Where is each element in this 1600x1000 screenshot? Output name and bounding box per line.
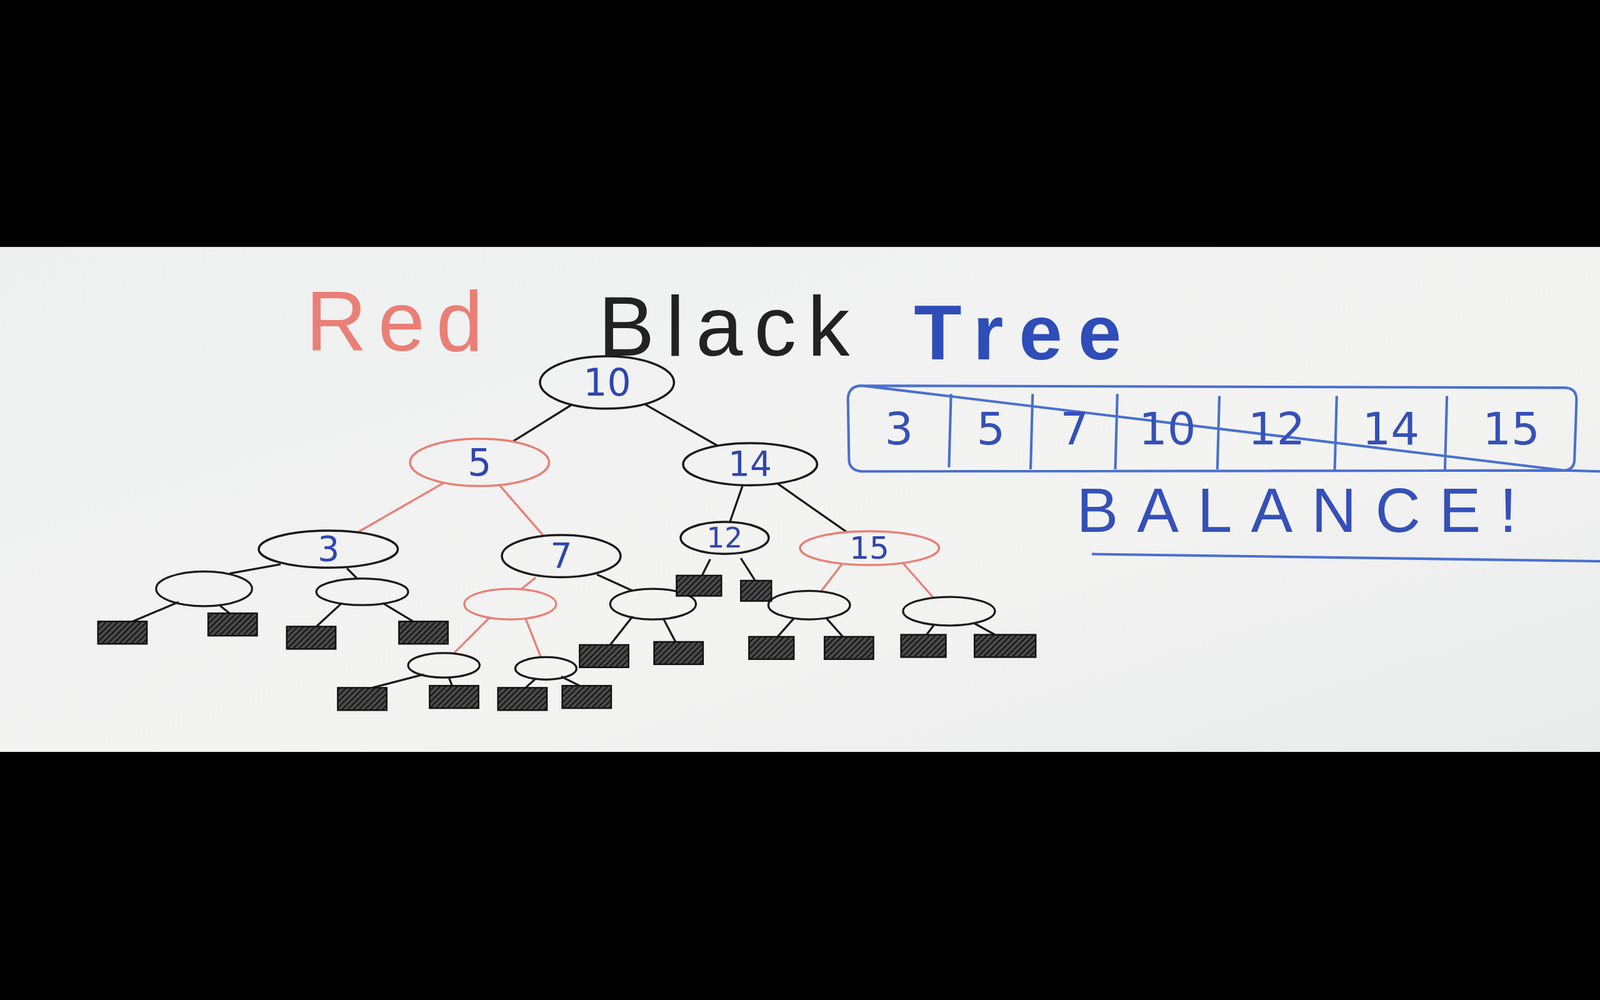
tree-branch [382, 603, 414, 622]
tree-branch [346, 568, 357, 579]
empty-node [316, 578, 409, 605]
nil-leaf [974, 635, 1036, 658]
node-value: 7 [550, 538, 572, 574]
tree-node: 12 [678, 520, 771, 556]
array-cell: 7 [1060, 406, 1089, 452]
node-ellipse [410, 438, 550, 487]
tree-branch [903, 563, 934, 599]
array-divider [948, 393, 951, 468]
node-value: 12 [706, 523, 743, 552]
whiteboard [0, 246, 1600, 752]
empty-node [515, 656, 577, 680]
tree-node: 14 [681, 441, 819, 487]
tree-edge [358, 482, 445, 532]
nil-leaf [676, 575, 722, 597]
underline [1091, 554, 1600, 562]
tree-branch [525, 618, 541, 657]
tree-branch [701, 559, 710, 576]
node-ellipse [258, 530, 399, 568]
array-cell: 5 [976, 406, 1005, 452]
tree-branch [777, 618, 794, 637]
title-word: Tree [913, 292, 1137, 371]
node-ellipse [683, 443, 817, 485]
array-divider [1115, 393, 1117, 470]
nil-leaf [337, 687, 387, 710]
nil-leaf [98, 621, 147, 644]
tree-branch [372, 674, 424, 688]
tree-branch [610, 616, 633, 645]
tree-branch [740, 558, 755, 581]
tree-edge [777, 483, 847, 533]
tree-edge [513, 405, 572, 442]
note: BALANCE! [1076, 478, 1536, 542]
nil-leaf [901, 635, 947, 658]
node-value: 15 [849, 532, 890, 564]
nil-leaf [579, 645, 629, 668]
nil-leaf [286, 626, 336, 649]
tree-node: 3 [256, 528, 400, 570]
array-divider [1335, 395, 1337, 472]
node-value: 3 [317, 531, 340, 567]
title-word: Black [598, 284, 861, 369]
array-box [848, 385, 1600, 472]
empty-node [903, 596, 995, 626]
nil-leaf [562, 685, 612, 709]
tree-edge [730, 485, 743, 522]
nil-leaf [748, 636, 794, 660]
tree-node: 7 [500, 533, 623, 579]
tree-branch [132, 601, 179, 622]
nil-leaf [824, 636, 874, 660]
tree-node: 15 [798, 529, 942, 567]
tree-branch [663, 618, 676, 642]
nil-leaf [498, 687, 547, 710]
array-divider [1030, 393, 1033, 470]
nil-leaf [654, 641, 704, 665]
tree-edge [499, 485, 544, 537]
empty-node [156, 571, 252, 607]
array-cell: 15 [1482, 406, 1540, 452]
node-value: 10 [583, 363, 631, 402]
tree-branch [520, 577, 536, 590]
node-ellipse [800, 531, 940, 565]
node-ellipse [680, 521, 769, 554]
node-value: 14 [728, 446, 772, 482]
black-bar [0, 751, 1600, 1000]
empty-node [768, 590, 850, 620]
array-cell: 14 [1361, 406, 1420, 452]
nil-leaf [208, 613, 257, 636]
array-cell: 12 [1248, 406, 1306, 452]
tree-branch [316, 603, 342, 627]
empty-node [464, 588, 557, 620]
tree-branch [219, 605, 230, 614]
tree-edge [645, 404, 718, 446]
tree-branch [926, 625, 934, 635]
tree-branch [448, 677, 452, 686]
array-cell: 10 [1138, 406, 1197, 452]
tree-branch [974, 623, 995, 635]
nil-leaf [740, 580, 772, 602]
tree-branch [229, 564, 281, 574]
tree-branch [525, 678, 536, 689]
node-value: 5 [467, 443, 492, 482]
array-divider [1445, 395, 1447, 472]
title-word: Red [305, 279, 495, 364]
tree-branch [454, 617, 490, 654]
tree-branch [596, 574, 633, 591]
node-ellipse [501, 535, 621, 577]
array-divider [1217, 395, 1220, 470]
nil-leaf [398, 621, 448, 644]
empty-node [408, 653, 480, 678]
nil-leaf [429, 685, 479, 709]
tree-branch [821, 564, 842, 591]
array-cell: 3 [884, 406, 914, 452]
black-bar [0, 0, 1600, 247]
node-ellipse [540, 356, 674, 409]
tree-branch [826, 618, 843, 637]
tree-node: 5 [408, 436, 552, 489]
